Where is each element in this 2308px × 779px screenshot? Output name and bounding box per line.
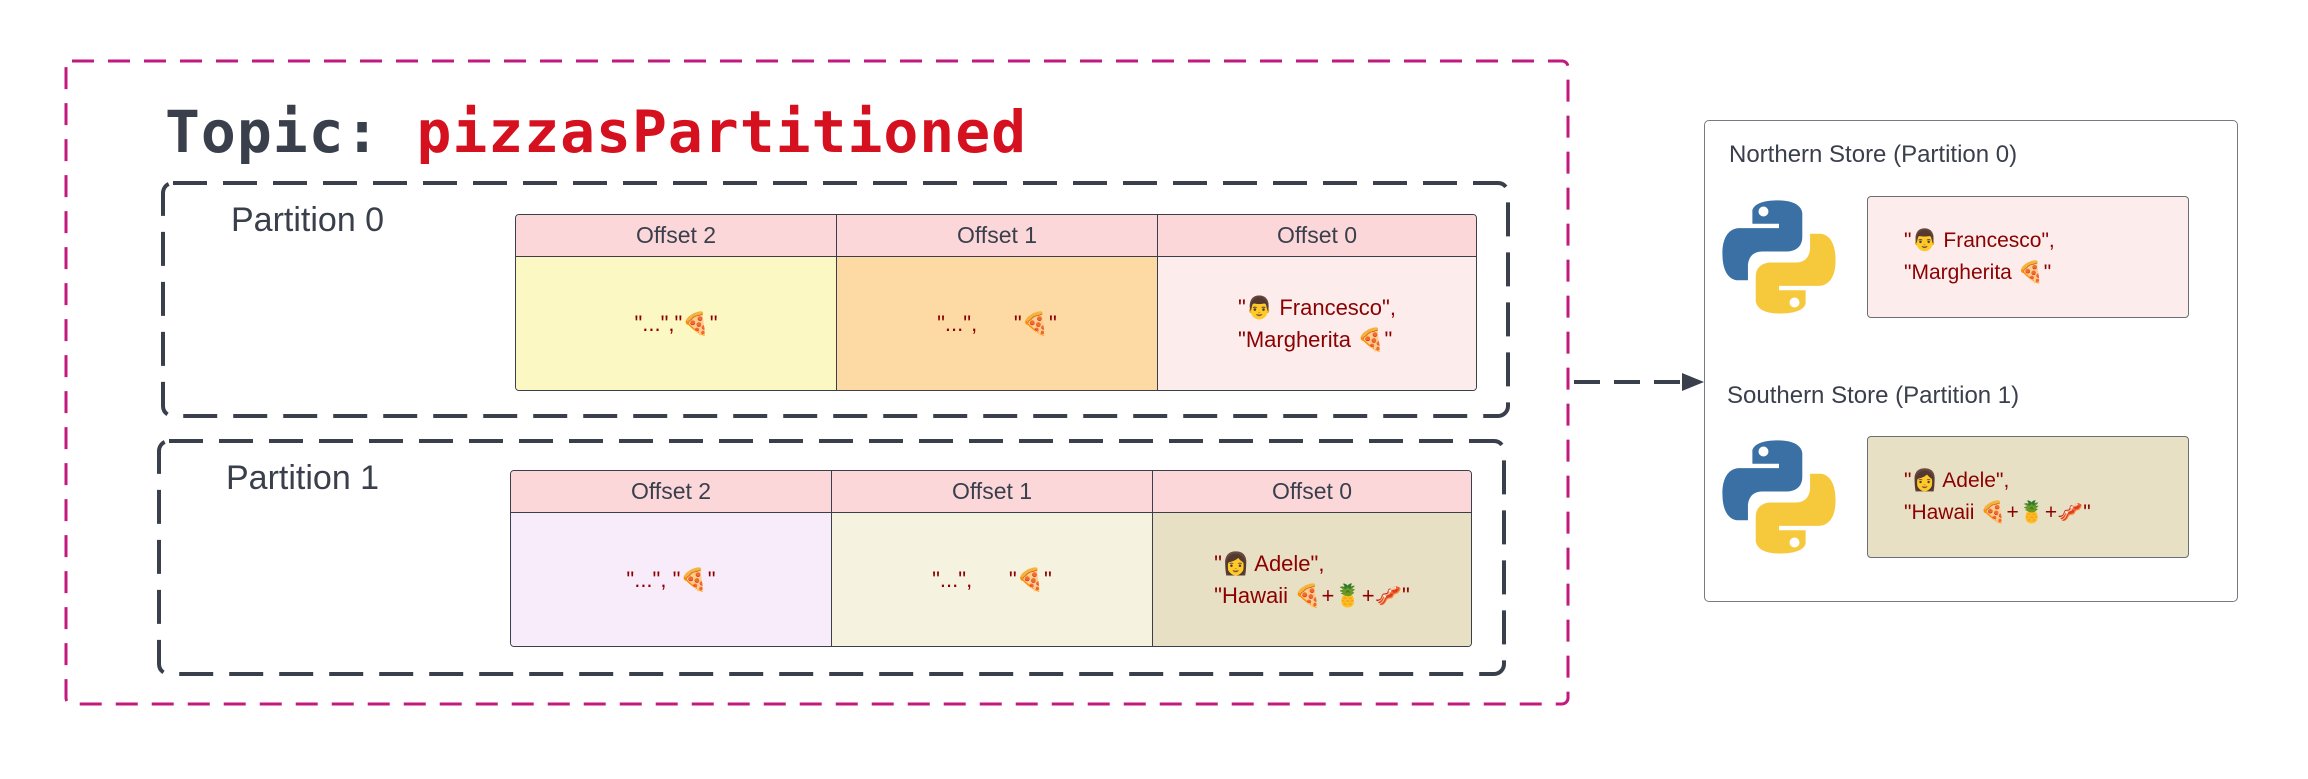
- partition-0-offsets-table: Offset 2 Offset 1 Offset 0 "...","🍕" "..…: [515, 214, 1477, 391]
- python-logo-icon: [1722, 440, 1836, 554]
- python-logo-icon: [1722, 200, 1836, 314]
- partition-0-frame: [161, 181, 1510, 418]
- message-text: "...", "🍕": [932, 566, 1052, 592]
- offset-2-message: "...","🍕": [516, 257, 837, 390]
- northern-store-label: Northern Store (Partition 0): [1729, 141, 2018, 168]
- offset-2-message: "...", "🍕": [511, 513, 832, 646]
- southern-store-label: Southern Store (Partition 1): [1727, 382, 2020, 409]
- message-text: "👩 Adele", "Hawaii 🍕+🍍+🥓": [1214, 550, 1410, 608]
- message-text: "👩 Adele", "Hawaii 🍕+🍍+🥓": [1904, 469, 2091, 524]
- message-text: "...","🍕": [634, 310, 718, 336]
- offset-1-header: Offset 1: [837, 215, 1158, 257]
- offset-2-header: Offset 2: [511, 471, 832, 513]
- partition-1-label: Partition 1: [226, 459, 380, 497]
- message-text: "👨 Francesco", "Margherita 🍕": [1904, 229, 2055, 284]
- partition-1-frame: [157, 439, 1506, 676]
- message-text: "...", "🍕": [626, 566, 716, 592]
- offset-0-message: "👩 Adele", "Hawaii 🍕+🍍+🥓": [1153, 513, 1471, 646]
- offset-1-message: "...", "🍕": [832, 513, 1153, 646]
- partition-0-label: Partition 0: [231, 201, 385, 239]
- southern-store-message-card: "👩 Adele", "Hawaii 🍕+🍍+🥓": [1867, 436, 2189, 558]
- offset-0-message: "👨 Francesco", "Margherita 🍕": [1158, 257, 1476, 390]
- offset-1-header: Offset 1: [832, 471, 1153, 513]
- offset-0-header: Offset 0: [1158, 215, 1476, 257]
- message-text: "...", "🍕": [937, 310, 1057, 336]
- message-text: "👨 Francesco", "Margherita 🍕": [1238, 294, 1396, 352]
- offset-1-message: "...", "🍕": [837, 257, 1158, 390]
- topic-name: pizzasPartitioned: [416, 98, 1028, 166]
- partition-1-offsets-table: Offset 2 Offset 1 Offset 0 "...", "🍕" ".…: [510, 470, 1472, 647]
- arrow-head: [1682, 373, 1704, 391]
- offset-2-header: Offset 2: [516, 215, 837, 257]
- northern-store-message-card: "👨 Francesco", "Margherita 🍕": [1867, 196, 2189, 318]
- offset-0-header: Offset 0: [1153, 471, 1471, 513]
- topic-prefix: Topic:: [165, 98, 417, 166]
- topic-title: Topic: pizzasPartitioned: [165, 98, 1027, 166]
- topic-frame: [64, 59, 1570, 706]
